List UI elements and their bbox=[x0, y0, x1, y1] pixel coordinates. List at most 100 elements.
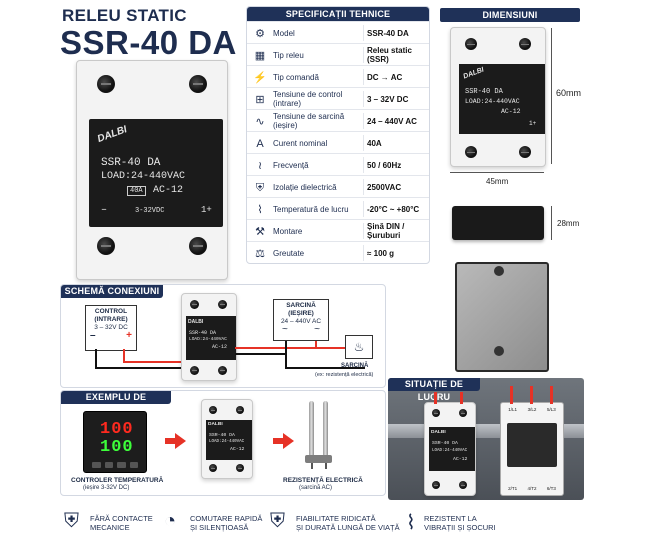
dimensions-header: DIMENSIUNI bbox=[440, 8, 580, 22]
brand-logo: DALBI bbox=[188, 319, 204, 325]
spec-value: 50 / 60Hz bbox=[367, 160, 402, 170]
wire-red bbox=[123, 361, 191, 363]
chip-icon: ▦ bbox=[254, 50, 266, 62]
device-face-small: DALBI SSR-40 DA LOAD:24-440VAC AC-12 1+ bbox=[459, 64, 545, 134]
spec-value: 2500VAC bbox=[367, 182, 402, 192]
screw-icon bbox=[97, 237, 115, 255]
control-plus: + bbox=[126, 330, 132, 341]
spec-label: Frecvență bbox=[273, 160, 309, 170]
flow-arrow-icon bbox=[273, 433, 294, 449]
device-load: LOAD:24-440VAC bbox=[101, 171, 186, 182]
ac-terminal-a: ~ bbox=[282, 324, 288, 335]
brand-logo: DALBI bbox=[462, 66, 485, 81]
spec-label: Model bbox=[273, 28, 295, 38]
title-line1: RELEU STATIC bbox=[62, 6, 187, 25]
current-badge: 40A bbox=[127, 186, 146, 196]
feature-line2: ȘI SILENȚIOASĂ bbox=[190, 523, 249, 532]
application-panel: EXEMPLU DE APLICAȚIE 100 100 CONTROLER T… bbox=[60, 390, 386, 496]
spec-row: ⚖Greutate≈ 100 g bbox=[247, 241, 429, 263]
flow-arrow-icon bbox=[165, 433, 186, 449]
terminal-minus: – bbox=[101, 205, 108, 216]
spec-value: Releu static (SSR) bbox=[367, 46, 412, 64]
ssr-device-main: DALBI SSR-40 DA LOAD:24-440VAC 40A AC-12… bbox=[76, 60, 228, 280]
sink-example: (ex: rezistență electrică) bbox=[315, 372, 374, 378]
wrench-icon: ⚒ bbox=[255, 226, 265, 238]
device-face: DALBI SSR-40 DA LOAD:24-440VAC 40A AC-12… bbox=[89, 119, 223, 227]
feature-line1: FIABILITATE RIDICATĂ bbox=[296, 514, 376, 523]
contactor-terminal-bottom: 2/T1 bbox=[508, 486, 518, 491]
contactor-terminal-bottom: 4/T2 bbox=[527, 486, 537, 491]
spec-row: ⌇ Temperatură de lucru -20°C ~ +80°C bbox=[247, 197, 429, 220]
feature-line1: COMUTARE RAPIDĂ bbox=[190, 514, 263, 523]
ssr-device-side bbox=[452, 206, 544, 240]
heater-icon: ♨ bbox=[345, 335, 373, 359]
device-load: LOAD:24-440VAC bbox=[432, 449, 468, 453]
spec-value: ≈ 100 g bbox=[367, 248, 395, 258]
wire-red bbox=[434, 392, 437, 404]
feature-line2: ȘI DURATĂ LUNGĂ DE VIAȚĂ bbox=[296, 523, 400, 532]
screw-icon bbox=[190, 300, 199, 309]
device-face-situation: DALBI SSR-40 DA LOAD:24-440VAC AC-12 bbox=[429, 427, 475, 471]
spec-label: Tensiune de control (intrare) bbox=[273, 90, 343, 108]
features-row: ⛨ FĂRĂ CONTACTE MECANICE ◔ COMUTARE RAPI… bbox=[60, 506, 590, 546]
width-dimension: 45mm bbox=[486, 177, 509, 186]
device-model: SSR-40 DA bbox=[189, 330, 217, 336]
gear-icon: ⚙ bbox=[255, 28, 265, 40]
spec-value: -20°C ~ +80°C bbox=[367, 204, 420, 214]
spec-value: 3 – 32V DC bbox=[367, 94, 409, 104]
device-model: SSR-40 DA bbox=[101, 157, 161, 169]
feature-line1: FĂRĂ CONTACTE bbox=[90, 514, 153, 523]
screw-icon bbox=[236, 464, 244, 472]
screw-icon bbox=[519, 146, 531, 158]
screw-icon bbox=[218, 366, 227, 375]
depth-dimension: 28mm bbox=[557, 219, 580, 228]
ac-terminal-b: ~ bbox=[314, 324, 320, 335]
contactor-terminal-top: 1/L1 bbox=[508, 407, 518, 412]
specs-header: SPECIFICAȚII TEHNICE bbox=[247, 7, 429, 21]
heater-element-icon bbox=[305, 401, 335, 469]
spec-row: ⊞Tensiune de control (intrare)3 – 32V DC bbox=[247, 87, 429, 110]
screw-icon bbox=[97, 75, 115, 93]
screw-icon bbox=[190, 366, 199, 375]
spec-value: 24 – 440V AC bbox=[367, 116, 417, 126]
feature-line2: VIBRAȚII ȘI ȘOCURI bbox=[424, 523, 496, 532]
spec-value: DC → AC bbox=[367, 72, 403, 82]
control-label: CONTROL (INTRARE) bbox=[94, 308, 128, 323]
contactor-terminal-top: 5/L3 bbox=[546, 407, 556, 412]
wiring-panel: SCHEMĂ CONEXIUNI CONTROL (INTRARE) 3 – 3… bbox=[60, 284, 386, 388]
spec-label: Tip releu bbox=[273, 50, 304, 60]
device-model: SSR-40 DA bbox=[465, 88, 503, 96]
wire-black bbox=[95, 349, 97, 367]
title-line2: SSR-40 DA bbox=[60, 24, 237, 61]
controller-label: CONTROLER TEMPERATURĂ bbox=[71, 477, 164, 484]
spec-label: Temperatură de lucru bbox=[273, 204, 349, 214]
screw-icon bbox=[432, 481, 440, 489]
mounting-hole bbox=[494, 266, 504, 276]
wire-red bbox=[550, 386, 553, 404]
control-box: CONTROL (INTRARE) 3 – 32V DC – + bbox=[85, 305, 137, 351]
weight-icon: ⚖ bbox=[255, 248, 265, 260]
screw-icon bbox=[459, 409, 467, 417]
application-header: EXEMPLU DE APLICAȚIE bbox=[61, 391, 171, 415]
situation-header: SITUAȚIE DE LUCRU bbox=[388, 378, 480, 402]
thermometer-icon: ⌇ bbox=[406, 512, 416, 534]
thermometer-icon: ⌇ bbox=[257, 204, 263, 216]
spec-row: ∿Tensiune de sarcină (ieșire)24 – 440V A… bbox=[247, 109, 429, 132]
speedometer-icon: ◔ bbox=[164, 510, 177, 532]
brand-logo: DALBI bbox=[431, 430, 446, 435]
screw-icon bbox=[432, 409, 440, 417]
screw-icon bbox=[209, 406, 217, 414]
controller-sub: (ieșire 3-32V DC) bbox=[83, 485, 130, 491]
screw-icon bbox=[459, 481, 467, 489]
feature-line1: REZISTENT LA bbox=[424, 514, 477, 523]
screw-icon bbox=[189, 75, 207, 93]
ssr-device-front: DALBI SSR-40 DA LOAD:24-440VAC AC-12 1+ bbox=[450, 27, 546, 167]
ssr-device-situation: DALBI SSR-40 DA LOAD:24-440VAC AC-12 bbox=[424, 402, 476, 496]
controller-buttons bbox=[92, 462, 138, 468]
type-code: AC-12 bbox=[453, 457, 468, 462]
